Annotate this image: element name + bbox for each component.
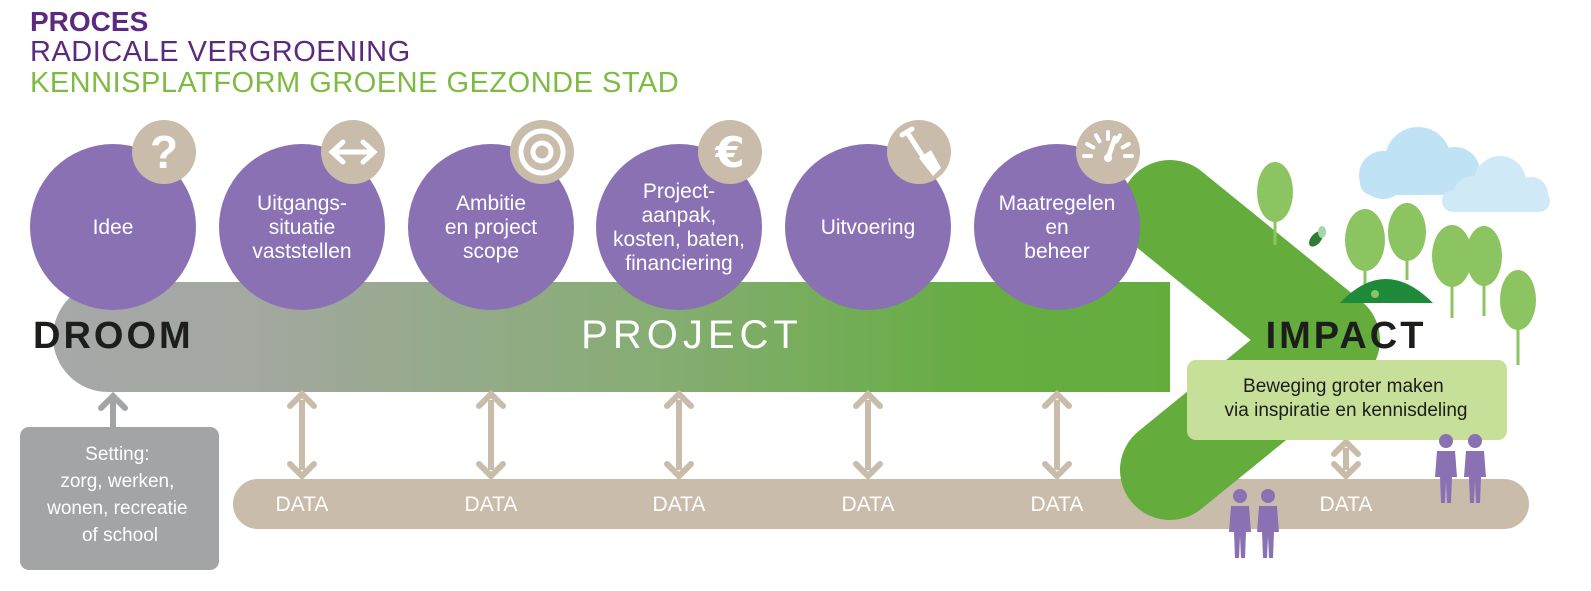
- euro-icon: €: [698, 120, 762, 184]
- trees-icon: [1257, 162, 1536, 365]
- step-label: Uitvoering: [821, 216, 916, 239]
- setting-box-text: Setting: zorg, werken, wonen, recreatie …: [46, 444, 193, 546]
- impact-box: [1187, 360, 1507, 440]
- data-double-arrow: [476, 389, 506, 481]
- people-icon: [1435, 434, 1486, 503]
- data-double-arrow: [1331, 437, 1361, 481]
- insect-icon: [1309, 226, 1326, 247]
- droom-label: DROOM: [33, 315, 194, 357]
- impact-label: IMPACT: [1266, 315, 1427, 357]
- data-double-arrow: [664, 389, 694, 481]
- step-circle: [408, 144, 574, 310]
- title: PROCES: [30, 6, 149, 37]
- project-arrow: [53, 282, 1170, 392]
- gauge-icon: [1076, 120, 1140, 184]
- step-label: Project-aanpak,kosten, baten,financierin…: [613, 180, 745, 275]
- bush-icon: [1340, 279, 1433, 303]
- cloud-icon: [1359, 127, 1550, 212]
- step-label: Idee: [93, 216, 134, 239]
- subtitle-program: RADICALE VERGROENING: [30, 36, 411, 68]
- data-label: DATA: [276, 493, 329, 516]
- data-double-arrow: [287, 389, 317, 481]
- data-label: DATA: [465, 493, 518, 516]
- step-circle: [596, 144, 762, 310]
- step-4: €Project-aanpak,kosten, baten,financieri…: [596, 120, 762, 310]
- shovel-icon: [887, 120, 951, 184]
- setting-arrow: [98, 391, 128, 430]
- step-circle: [974, 144, 1140, 310]
- data-double-arrow: [853, 389, 883, 481]
- step-circle: [219, 144, 385, 310]
- step-1: ? Idee: [30, 120, 196, 310]
- people-icon: [1229, 489, 1279, 558]
- data-label: DATA: [1031, 493, 1084, 516]
- data-label: DATA: [1320, 493, 1373, 516]
- svg-text:€: €: [714, 128, 744, 177]
- step-5: Uitvoering: [785, 120, 951, 310]
- data-double-arrow: [1042, 389, 1072, 481]
- subtitle-platform: KENNISPLATFORM GROENE GEZONDE STAD: [30, 67, 680, 99]
- svg-text:?: ?: [150, 126, 178, 178]
- data-label: DATA: [653, 493, 706, 516]
- impact-box-text: Beweging groter maken via inspiratie en …: [1225, 376, 1468, 421]
- step-circle: [30, 144, 196, 310]
- target-icon: [510, 120, 574, 184]
- question-icon: ?: [132, 120, 196, 184]
- setting-box: [20, 427, 219, 570]
- data-label: DATA: [842, 493, 895, 516]
- arrows-horizontal-icon: [321, 120, 385, 184]
- project-label: PROJECT: [581, 313, 803, 357]
- step-circle: [785, 144, 951, 310]
